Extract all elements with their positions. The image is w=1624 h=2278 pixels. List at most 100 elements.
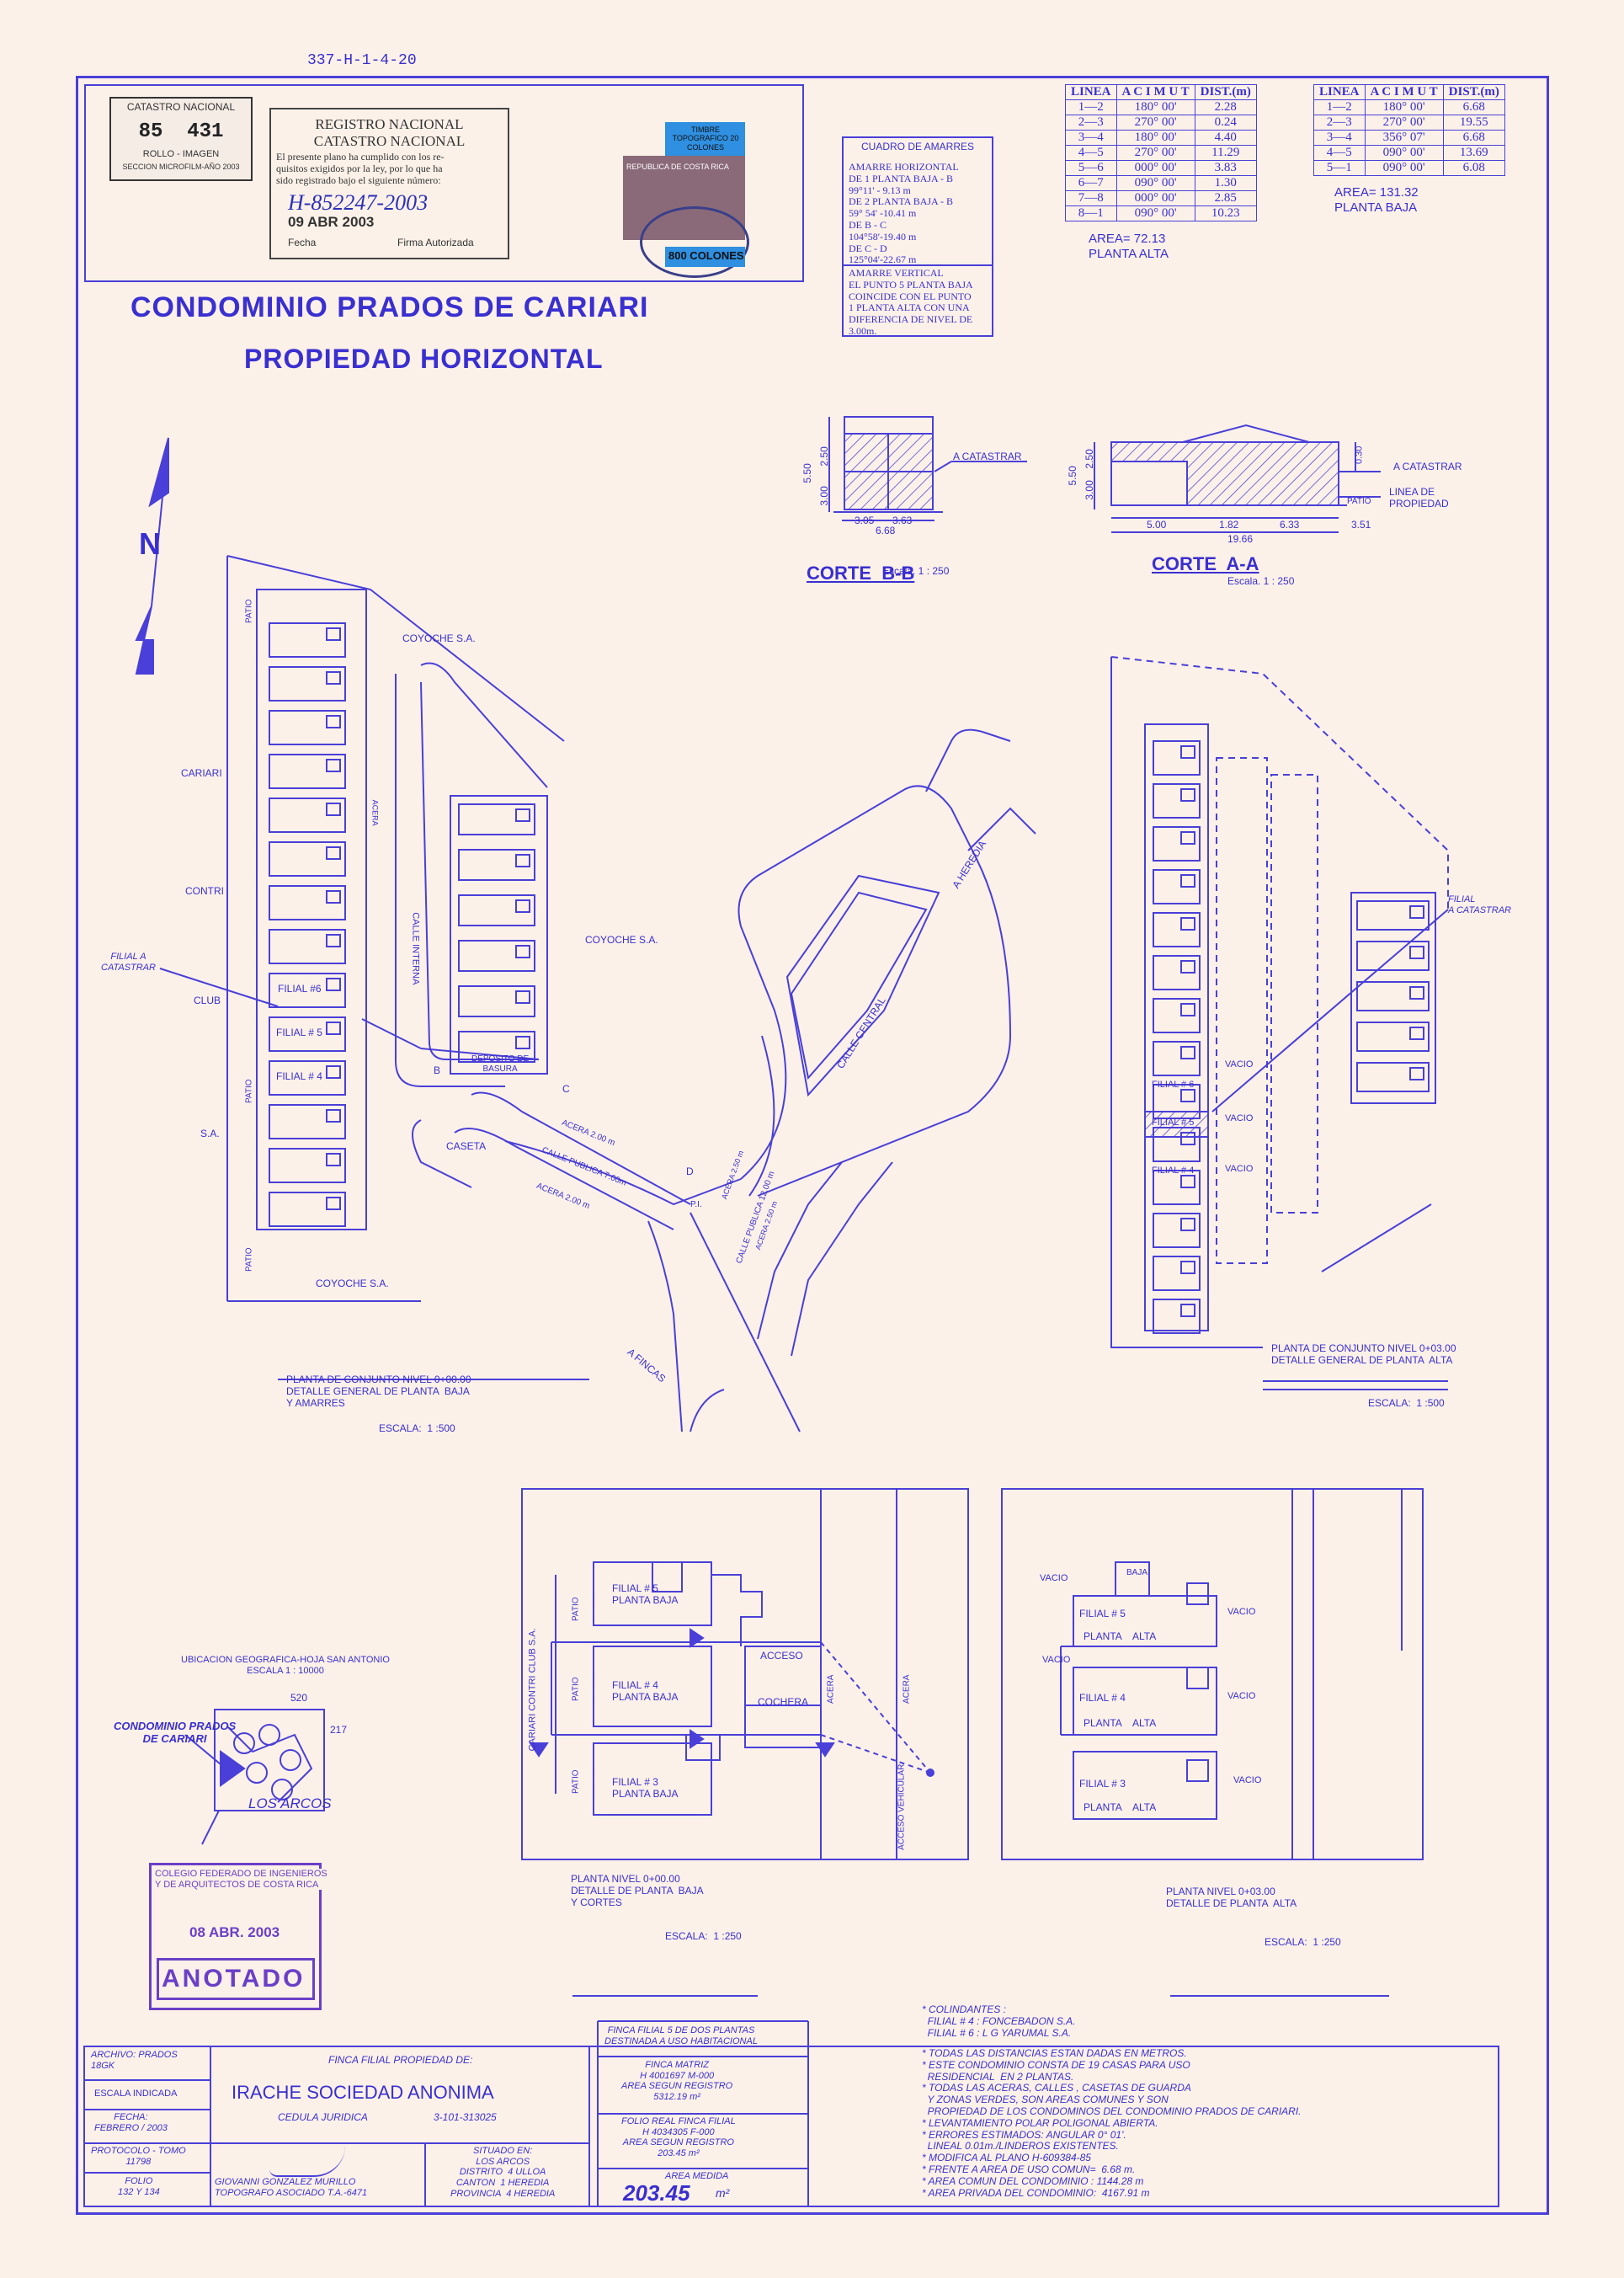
label-caseta: CASETA <box>446 1140 487 1152</box>
unit-outline <box>269 798 346 833</box>
label-sa: S.A. <box>200 1128 220 1139</box>
table-header: DIST.(m) <box>1442 84 1505 100</box>
title-line1: CONDOMINIO PRADOS DE CARIARI <box>130 291 649 323</box>
table-cell: 6—7 <box>1065 175 1117 191</box>
stair-mark <box>1180 1046 1195 1059</box>
plan-left-caption: PLANTA DE CONJUNTO NIVEL 0+00.00 DETALLE… <box>286 1374 471 1409</box>
stair-mark <box>1409 946 1424 959</box>
corte-aa-d7: 3.51 <box>1351 519 1371 531</box>
stair-mark <box>1180 1218 1195 1231</box>
title-block-lines <box>83 1379 1499 2207</box>
detail-alta-vacio-1: VACIO <box>1040 1573 1068 1583</box>
timbre-country: REPUBLICA DE COSTA RICA <box>626 163 729 171</box>
unit-outline <box>458 940 535 972</box>
detail-baja-acceso-vehicular: ACCESO VEHICULAR <box>897 1763 907 1850</box>
timbre-value: 800 COLONES <box>668 249 744 262</box>
unit-outline <box>458 849 535 881</box>
label-vacio-1: VACIO <box>1225 1059 1254 1070</box>
stair-mark <box>326 978 341 991</box>
location-condominio: CONDOMINIO PRADOS DE CARIARI <box>114 1720 237 1745</box>
unit-outline <box>1153 1170 1201 1205</box>
registro-firma-label: Firma Autorizada <box>397 237 474 248</box>
corte-bb-scale: Escala. 1 : 250 <box>882 565 950 577</box>
label-filial-4-right: FILIAL # 4 <box>1152 1166 1195 1176</box>
detail-baja-caption: PLANTA NIVEL 0+00.00 DETALLE DE PLANTA B… <box>571 1873 704 1908</box>
tb-finca-matriz: FINCA MATRIZ H 4001697 M-000 AREA SEGUN … <box>621 2060 733 2102</box>
table-alta-area: AREA= 72.13 <box>1089 232 1166 246</box>
detail-alta-planta-1: PLANTA <box>1084 1630 1122 1642</box>
label-point-d: D <box>686 1166 694 1177</box>
registro-fecha-label: Fecha <box>288 237 317 248</box>
tb-finca-filial-label: FINCA FILIAL PROPIEDAD DE: <box>328 2054 473 2066</box>
corte-aa-d6: 6.33 <box>1280 519 1300 531</box>
detail-planta-alta <box>1001 1488 1424 1860</box>
stair-mark <box>515 945 530 958</box>
stair-mark <box>1180 1261 1195 1274</box>
stair-mark <box>1180 874 1195 888</box>
unit-outline <box>1356 900 1430 931</box>
detail-baja-scale: ESCALA: 1 :250 <box>665 1930 742 1942</box>
corte-aa-d4: 5.00 <box>1147 519 1167 531</box>
label-cariari: CARIARI <box>181 767 222 779</box>
stair-mark <box>1409 1067 1424 1080</box>
timbre-value-band <box>665 247 745 267</box>
tb-cedula-label: CEDULA JURIDICA <box>278 2111 368 2123</box>
corte-aa-label2: LINEA DE PROPIEDAD <box>1389 486 1449 509</box>
location-title: UBICACION GEOGRAFICA-HOJA SAN ANTONIO ES… <box>181 1655 390 1676</box>
corte-aa-label1: A CATASTRAR <box>1393 461 1462 472</box>
stair-mark <box>515 808 530 822</box>
timbre-blue-band <box>665 122 745 156</box>
stair-mark <box>1180 831 1195 845</box>
corte-aa-title: CORTE A-A <box>1152 553 1259 574</box>
stair-mark <box>515 899 530 913</box>
stair-mark <box>326 1022 341 1035</box>
table-cell: 180° 00' <box>1364 99 1444 115</box>
amarres-title: CUADRO DE AMARRES <box>860 141 975 152</box>
unit-outline <box>269 754 346 789</box>
label-point-b: B <box>434 1064 441 1076</box>
stair-mark <box>1409 986 1424 1000</box>
unit-outline <box>1153 783 1201 819</box>
corte-bb-d5: 3.63 <box>892 515 913 526</box>
unit-outline <box>1153 869 1201 904</box>
unit-outline <box>269 666 346 702</box>
header-box <box>84 84 804 282</box>
detail-baja-filial-3: FILIAL # 3 PLANTA BAJA <box>612 1776 679 1800</box>
tb-escala: ESCALA INDICADA <box>94 2089 178 2099</box>
unit-outline <box>269 1104 346 1139</box>
label-pi: P.I. <box>690 1200 702 1209</box>
corte-bb-title: CORTE B-B <box>807 563 915 584</box>
amarres-horizontal: AMARRE HORIZONTAL DE 1 PLANTA BAJA - B 9… <box>849 161 959 266</box>
stair-mark <box>326 715 341 728</box>
detail-alta-vacio-5: VACIO <box>1233 1775 1262 1785</box>
location-map <box>184 1709 325 1845</box>
tb-signature <box>269 2146 345 2177</box>
unit-outline <box>269 973 346 1008</box>
location-520: 520 <box>290 1692 308 1704</box>
timbre-seal <box>640 206 749 278</box>
corte-bb-drawing <box>828 416 1027 521</box>
stair-mark <box>1180 960 1195 974</box>
stair-mark <box>1180 788 1195 802</box>
unit-outline <box>458 803 535 835</box>
table-cell: 090° 00' <box>1364 145 1444 161</box>
corte-aa-d5: 1.82 <box>1219 519 1239 531</box>
table-cell: 270° 00' <box>1364 115 1444 131</box>
label-filial-4: FILIAL # 4 <box>276 1070 322 1082</box>
table-baja-label: PLANTA BAJA <box>1334 200 1418 215</box>
unit-outline <box>458 1031 535 1063</box>
unit-outline <box>269 929 346 964</box>
stair-mark <box>326 890 341 904</box>
label-patio-1: PATIO <box>244 599 254 624</box>
colegio-stamp: COLEGIO FEDERADO DE INGENIEROS Y DE ARQU… <box>149 1863 327 2010</box>
corte-bb-d2: 2.50 <box>817 446 830 467</box>
label-patio-2: PATIO <box>244 1079 254 1104</box>
table-cell: 11.29 <box>1194 145 1257 161</box>
detail-alta-vacio-3: VACIO <box>1042 1655 1071 1665</box>
stair-mark <box>1409 905 1424 919</box>
timbre-stamp: TIMBRE TOPOGRAFICO 20 COLONES REPUBLICA … <box>623 122 749 278</box>
unit-outline <box>269 1148 346 1183</box>
corte-bb-d1: 5.50 <box>801 463 813 483</box>
plan-left-scale: ESCALA: 1 :500 <box>379 1422 455 1434</box>
